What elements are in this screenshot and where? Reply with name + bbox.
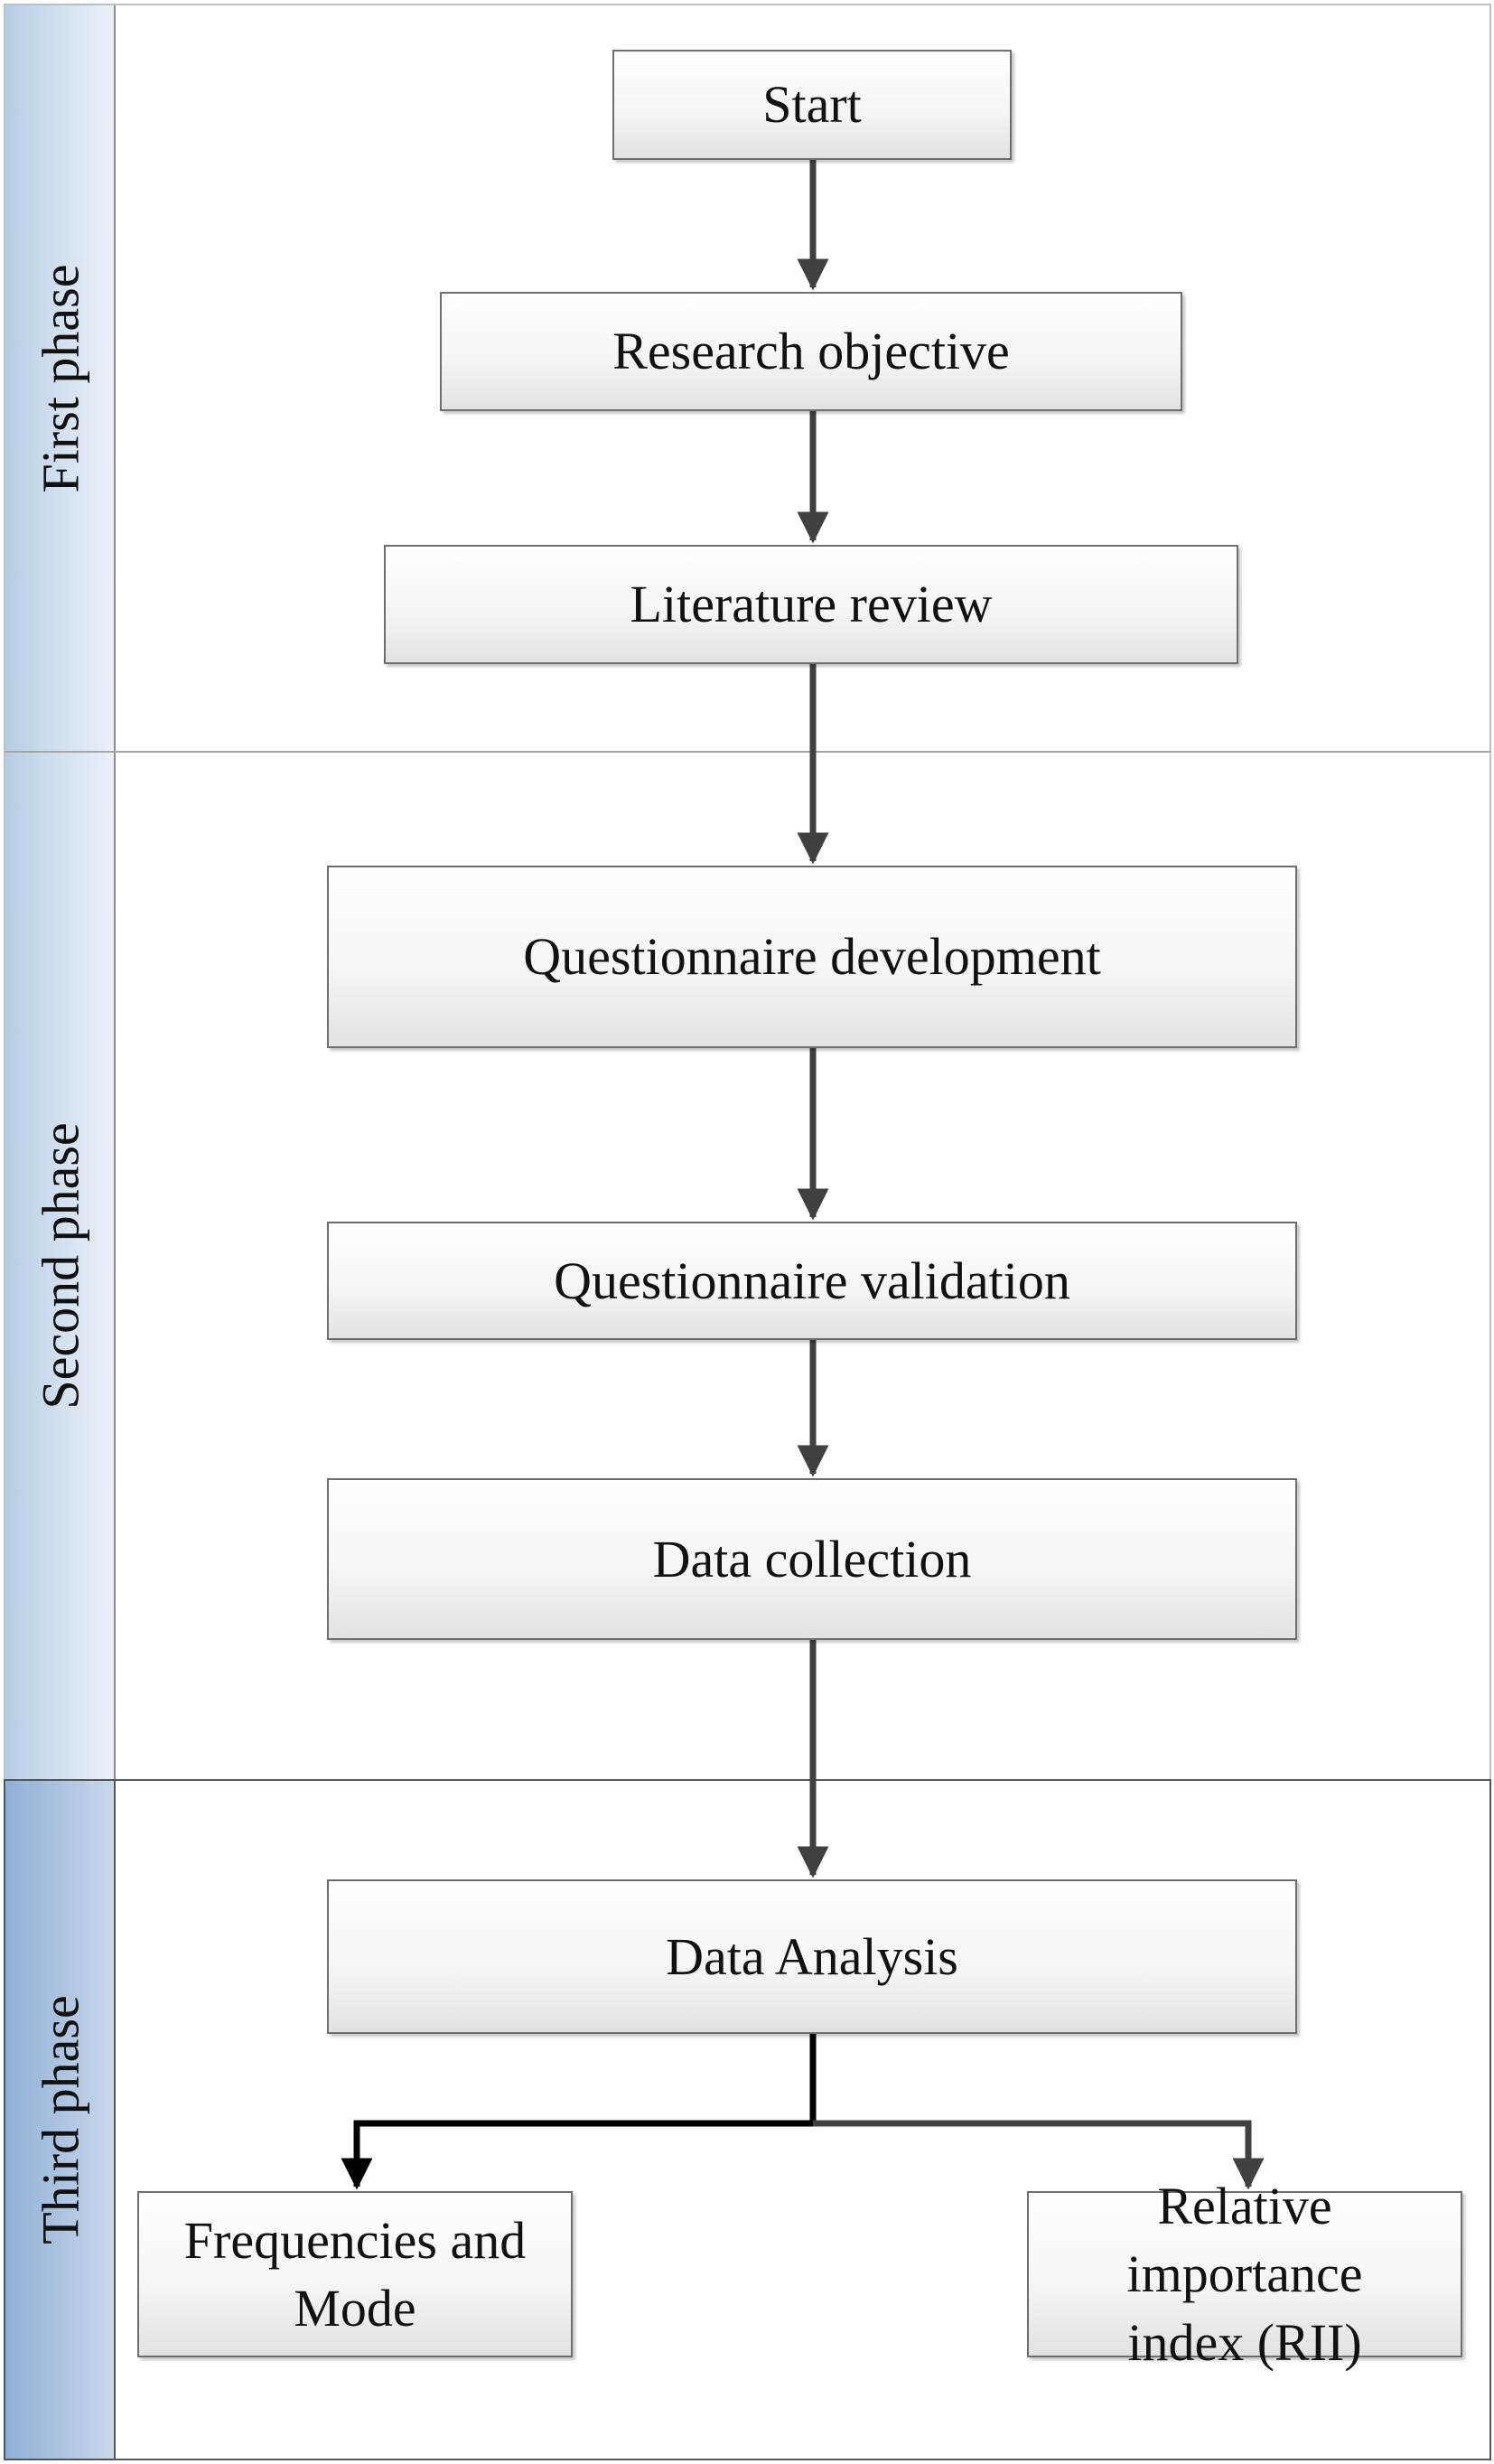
branch-analysis-to-rii — [813, 2120, 1265, 2190]
node-start: Start — [612, 50, 1012, 160]
node-literature-review: Literature review — [384, 545, 1238, 664]
node-research-objective: Research objective — [440, 292, 1182, 411]
lane-header-third: Third phase — [5, 1781, 116, 2459]
node-data-analysis: Data Analysis — [327, 1879, 1297, 2034]
node-questionnaire-validation: Questionnaire validation — [327, 1222, 1297, 1340]
node-questionnaire-development: Questionnaire development — [327, 866, 1297, 1048]
lane-header-second: Second phase — [5, 753, 116, 1779]
lane-header-first: First phase — [5, 5, 116, 751]
branch-analysis-to-frequencies — [341, 2034, 817, 2190]
node-relative-importance-index: Relative importance index (RII) — [1027, 2177, 1462, 2372]
node-frequencies-and-mode: Frequencies and Mode — [137, 2191, 573, 2357]
node-data-collection: Data collection — [327, 1478, 1297, 1640]
